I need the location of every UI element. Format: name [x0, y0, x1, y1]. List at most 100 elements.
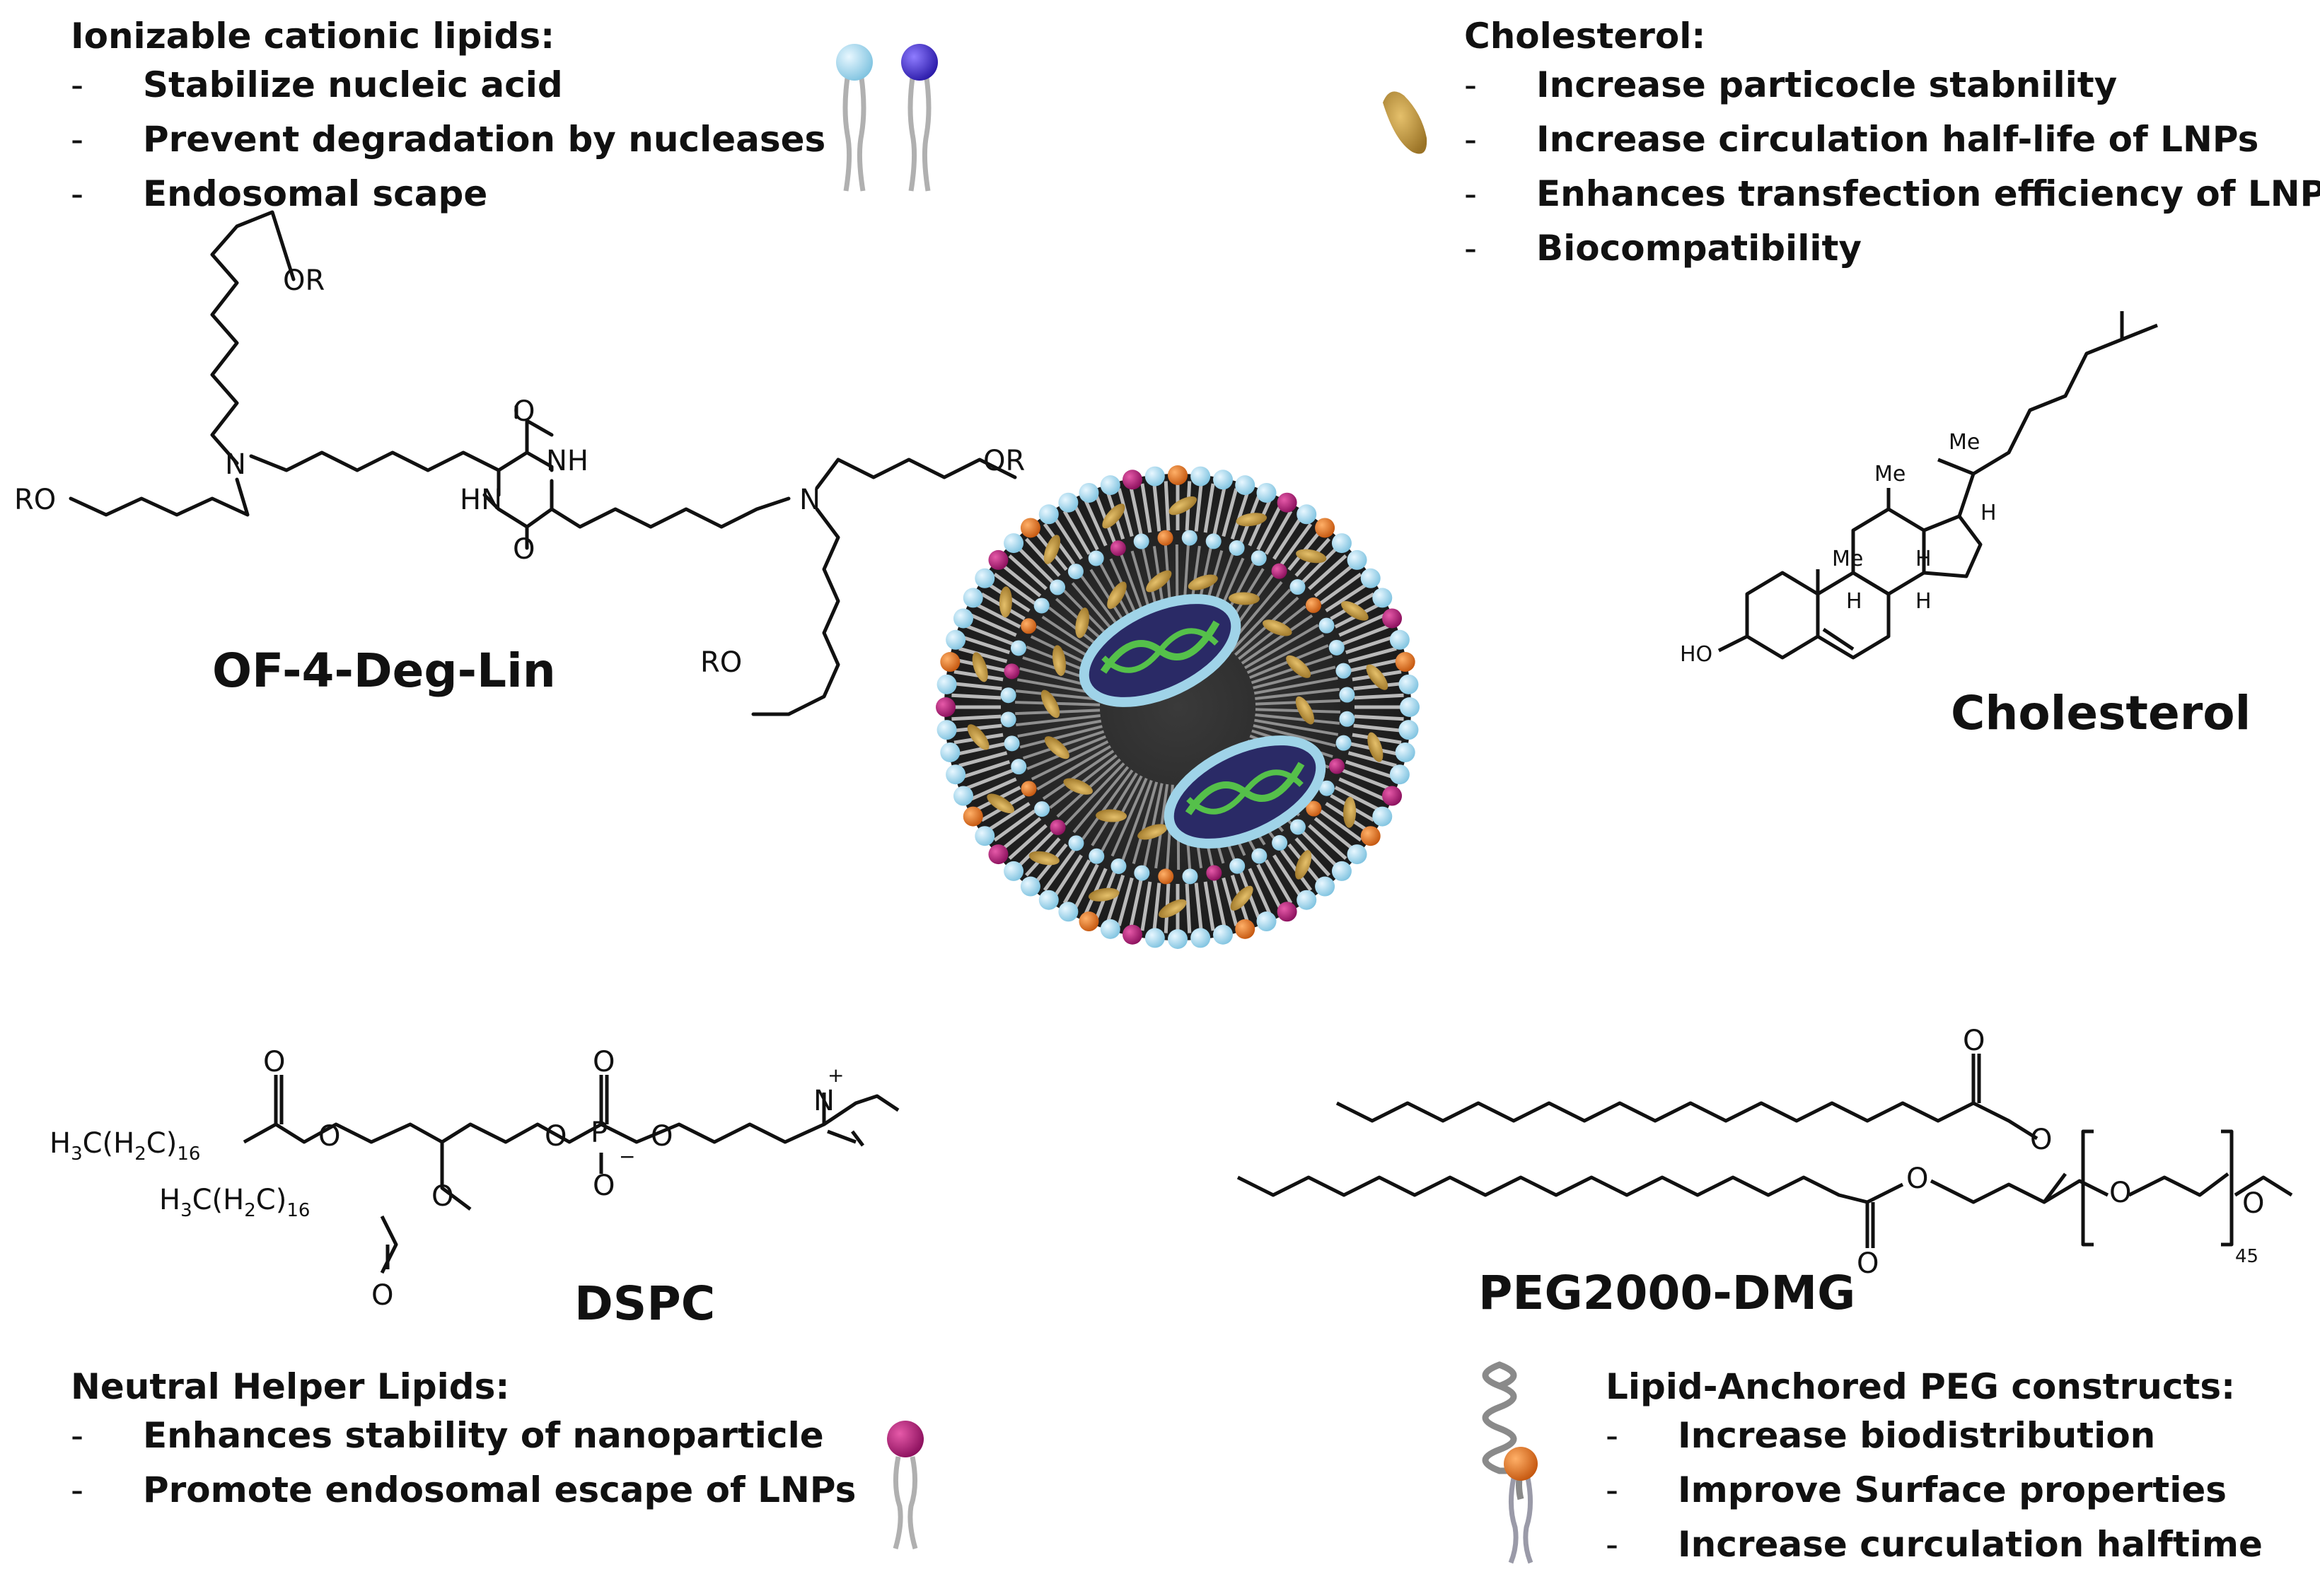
ionizable-lipids-title: Ionizable cationic lipids: — [71, 16, 555, 57]
atom-label: Me — [1832, 547, 1863, 571]
lipid-head — [1067, 564, 1084, 580]
atom-label: OR — [283, 264, 325, 297]
atom-label: H3C(H2C)16 — [50, 1127, 200, 1165]
lipid-head — [1089, 848, 1105, 864]
cholesterol-molecule — [1228, 592, 1260, 605]
lipid-head — [1306, 800, 1322, 817]
atom-label: O — [593, 1170, 615, 1202]
list-item: -Enhances transfection efficiency of LNP… — [1464, 173, 2320, 214]
peg-structure — [1236, 1054, 2293, 1248]
lipid-head — [1100, 475, 1120, 496]
atom-label: O — [1963, 1025, 1985, 1057]
cholesterol-molecule — [1088, 887, 1120, 902]
lipid-head — [1372, 588, 1393, 608]
cholesterol-molecule — [1137, 824, 1168, 840]
list-item: -Increase particocle stabnility — [1464, 64, 2118, 105]
atom-label: RO — [700, 646, 742, 679]
lipid-head — [1335, 735, 1352, 751]
lipid-head — [1235, 919, 1255, 939]
lipid-head — [1395, 652, 1415, 672]
atom-label: O — [1857, 1247, 1879, 1280]
cholesterol-molecule — [967, 724, 990, 750]
lipid-head — [1190, 466, 1211, 487]
atom-label: N — [225, 448, 246, 481]
atom-label: 45 — [2235, 1246, 2258, 1267]
lipid-head — [988, 549, 1009, 570]
atom-label: O — [545, 1120, 567, 1153]
cholesterol-atom-labels: Me Me Me H H H H HO — [1680, 430, 1997, 667]
list-item: -Biocompatibility — [1464, 228, 1862, 269]
lipid-head — [1058, 902, 1079, 922]
lipid-head — [1110, 858, 1127, 874]
lipid-head — [1305, 597, 1321, 613]
ionizable-lipid-icon-dark — [901, 44, 938, 192]
lipid-head — [1181, 530, 1197, 546]
list-item: -Increase curculation halftime — [1606, 1524, 2263, 1565]
cholesterol-molecule — [1366, 664, 1388, 690]
lipid-head — [1058, 492, 1079, 513]
lipid-head — [1134, 865, 1150, 881]
helper-lipid-icon — [887, 1421, 924, 1549]
lipid-head — [940, 742, 961, 762]
lipid-head — [953, 786, 973, 806]
lipid-head — [1144, 466, 1165, 487]
lipid-head — [1328, 758, 1345, 774]
atom-label: H — [1846, 589, 1862, 614]
atom-label: O — [513, 533, 535, 566]
lipid-head — [1331, 533, 1352, 554]
atom-label: Me — [1874, 462, 1906, 487]
lipid-head — [1011, 759, 1027, 775]
lipid-head — [1398, 720, 1419, 740]
atom-label: O — [263, 1046, 285, 1078]
atom-label: P — [591, 1117, 608, 1149]
lipid-head — [1271, 563, 1287, 579]
cholesterol-block: Cholesterol: -Increase particocle stabni… — [1464, 14, 2320, 276]
lipid-head — [1297, 890, 1317, 910]
atom-label: + — [828, 1064, 844, 1087]
cholesterol-molecule — [1028, 851, 1060, 866]
lipid-head — [1079, 911, 1099, 932]
lipid-head — [1050, 579, 1066, 595]
cholesterol-molecule — [1343, 796, 1357, 828]
lipid-head — [1339, 687, 1355, 703]
lipid-head — [1318, 617, 1335, 634]
list-item: -Promote endosomal escape of LNPs — [71, 1469, 857, 1510]
lipid-head — [1021, 781, 1037, 797]
lipid-head — [1339, 711, 1355, 727]
atom-label: O — [1906, 1163, 1928, 1195]
lipid-head — [975, 568, 995, 588]
cholesterol-molecule — [1188, 574, 1218, 590]
lipid-head — [946, 764, 966, 785]
atom-label: O — [318, 1120, 340, 1153]
peg-lipids-block: Lipid-Anchored PEG constructs: -Increase… — [1606, 1365, 2263, 1572]
lipid-head — [1372, 806, 1393, 827]
atom-label: O — [2109, 1177, 2131, 1209]
cholesterol-title: Cholesterol: — [1464, 16, 1706, 57]
lipid-head — [1100, 919, 1120, 939]
atom-label: O — [513, 395, 535, 428]
lipid-head — [1004, 663, 1020, 680]
lipid-head — [1004, 861, 1024, 881]
atom-label: HN — [460, 484, 502, 516]
cholesterol-molecule — [1040, 689, 1060, 718]
cholesterol-molecule — [1295, 696, 1315, 725]
atom-label: N — [813, 1085, 835, 1117]
lipid-head — [1206, 865, 1222, 881]
atom-label: O — [431, 1180, 453, 1213]
cholesterol-molecule — [1063, 778, 1093, 795]
lipid-head — [1256, 911, 1277, 932]
atom-label: RO — [14, 484, 56, 516]
cholesterol-molecule — [1044, 736, 1069, 759]
lipid-head — [1021, 618, 1037, 634]
atom-label: N — [799, 484, 820, 516]
lipid-head — [1212, 470, 1233, 490]
lipid-head — [1389, 629, 1410, 650]
lipid-head — [1182, 868, 1198, 885]
lipid-head — [1000, 711, 1016, 728]
lipid-head — [1011, 640, 1027, 656]
lipid-head — [1068, 835, 1084, 851]
cholesterol-molecule — [1263, 619, 1292, 636]
lipid-head — [1347, 549, 1367, 570]
lipid-head — [1289, 819, 1306, 835]
